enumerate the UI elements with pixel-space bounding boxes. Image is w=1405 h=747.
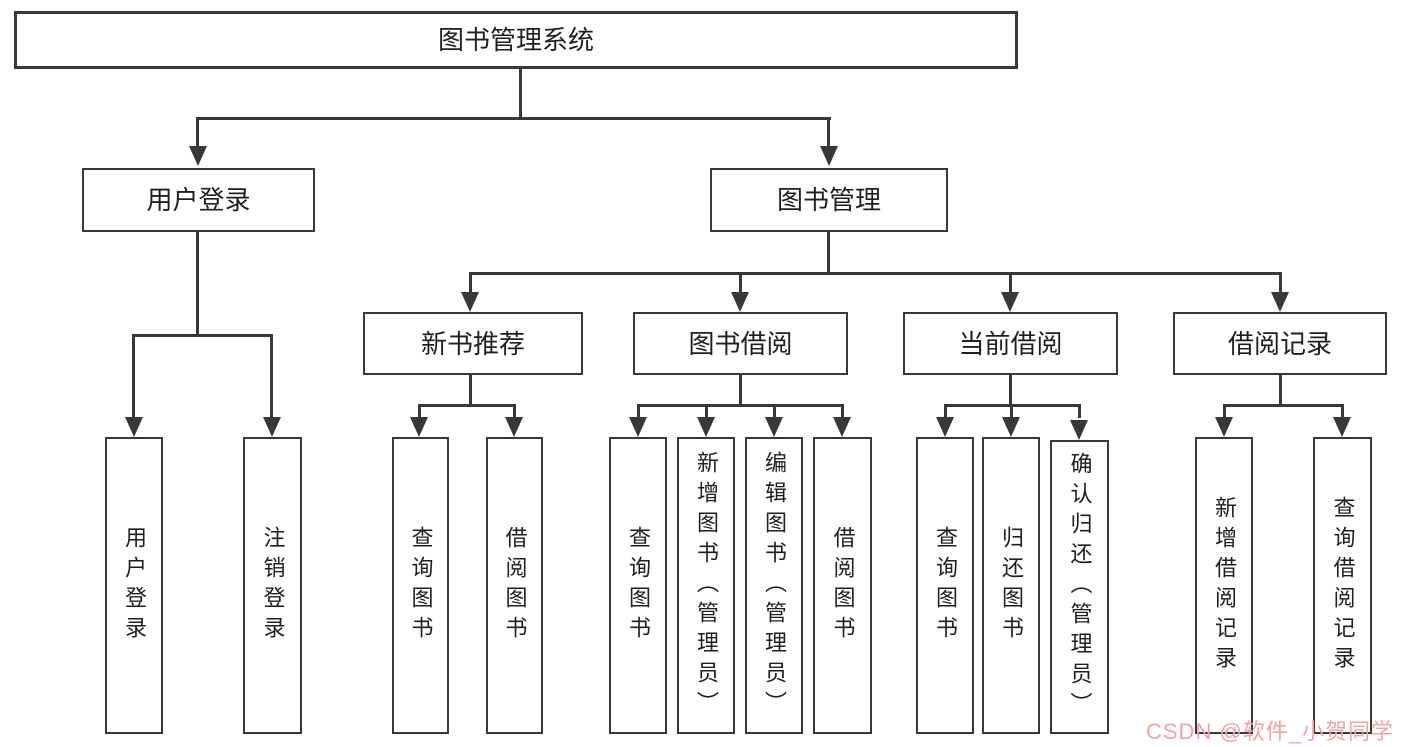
connector-line <box>637 404 640 418</box>
arrow-down-icon <box>820 146 838 166</box>
node-return-books: 归还图书 <box>982 437 1040 734</box>
node-label: 用户登录 <box>122 525 147 646</box>
connector-current-trunk <box>1009 375 1012 407</box>
connector-line <box>841 404 844 418</box>
arrow-down-icon <box>189 146 207 166</box>
connector-line <box>1223 404 1226 418</box>
connector-book-mgmt-trunk <box>827 232 830 275</box>
connector-line <box>418 404 421 418</box>
connector-recommend-branch <box>418 404 516 407</box>
node-root: 图书管理系统 <box>14 11 1018 69</box>
node-label: 注销登录 <box>260 525 286 646</box>
node-label: 归还图书 <box>999 525 1024 646</box>
node-label: 新增图书（管理员） <box>694 450 719 721</box>
node-label: 编辑图书（管理员） <box>762 450 787 721</box>
node-edit-books-admin: 编辑图书（管理员） <box>745 437 803 734</box>
arrow-down-icon <box>697 417 715 437</box>
arrow-down-icon <box>1070 420 1088 440</box>
node-label: 查询借阅记录 <box>1330 495 1356 676</box>
arrow-down-icon <box>505 417 523 437</box>
arrow-down-icon <box>461 292 479 312</box>
arrow-down-icon <box>731 292 749 312</box>
arrow-down-icon <box>629 417 647 437</box>
node-label: 借阅图书 <box>502 525 528 646</box>
arrow-down-icon <box>936 417 954 437</box>
connector-line <box>705 404 708 418</box>
node-borrow-books: 借阅图书 <box>486 437 543 734</box>
node-book-borrowing: 图书借阅 <box>633 312 848 375</box>
arrow-down-icon <box>1001 292 1019 312</box>
node-label: 借阅图书 <box>830 525 856 646</box>
arrow-down-icon <box>125 417 143 437</box>
connector-line <box>827 117 830 147</box>
connector-line <box>1341 404 1344 418</box>
node-label: 图书借阅 <box>688 328 793 359</box>
node-label: 图书管理 <box>776 185 881 215</box>
connector-line <box>739 272 742 294</box>
node-query-books: 查询图书 <box>392 437 449 734</box>
arrow-down-icon <box>1333 417 1351 437</box>
connector-line <box>1009 272 1012 294</box>
connector-borrowing-branch <box>637 404 844 407</box>
connector-user-login-trunk <box>196 232 199 337</box>
connector-records-trunk <box>1279 375 1282 407</box>
node-label: 新书推荐 <box>420 328 525 359</box>
arrow-down-icon <box>1215 417 1233 437</box>
connector-line <box>270 334 273 417</box>
arrow-down-icon <box>1271 292 1289 312</box>
connector-root-branch <box>196 117 831 120</box>
arrow-down-icon <box>833 417 851 437</box>
node-current-borrowing: 当前借阅 <box>903 312 1118 375</box>
connector-line <box>1078 404 1081 418</box>
node-borrowing-records: 借阅记录 <box>1173 312 1387 375</box>
node-query-books-3: 查询图书 <box>916 437 974 734</box>
connector-records-branch <box>1223 404 1344 407</box>
connector-line <box>944 404 947 418</box>
connector-line <box>513 404 516 418</box>
connector-line <box>132 334 135 417</box>
node-label: 当前借阅 <box>958 328 1063 359</box>
connector-borrowing-trunk <box>739 375 742 407</box>
arrow-down-icon <box>1002 417 1020 437</box>
arrow-down-icon <box>263 417 281 437</box>
node-confirm-return-admin: 确认归还（管理员） <box>1050 440 1109 734</box>
node-label: 查询图书 <box>626 525 651 646</box>
node-query-borrow-record: 查询借阅记录 <box>1313 437 1372 734</box>
node-label: 新增借阅记录 <box>1212 495 1237 676</box>
node-book-management: 图书管理 <box>710 168 948 232</box>
connector-root-trunk <box>519 69 522 119</box>
connector-line <box>1279 272 1282 294</box>
connector-line <box>1010 404 1013 418</box>
watermark: CSDN @软件_小贺同学 <box>1146 719 1395 744</box>
node-query-books-2: 查询图书 <box>609 437 667 734</box>
connector-line <box>773 404 776 418</box>
node-label: 查询图书 <box>408 525 434 646</box>
connector-line <box>196 117 199 147</box>
node-add-books-admin: 新增图书（管理员） <box>677 437 735 734</box>
node-logout: 注销登录 <box>243 437 302 734</box>
connector-line <box>469 272 472 294</box>
node-add-borrow-record: 新增借阅记录 <box>1195 437 1253 734</box>
connector-recommend-trunk <box>469 375 472 407</box>
node-label: 查询图书 <box>933 525 958 646</box>
node-label: 借阅记录 <box>1227 328 1332 359</box>
connector-user-login-branch <box>132 334 273 337</box>
node-user-login: 用户登录 <box>105 437 163 734</box>
node-user-login-group: 用户登录 <box>82 168 315 232</box>
node-label: 用户登录 <box>146 185 251 215</box>
node-borrow-books-2: 借阅图书 <box>813 437 872 734</box>
connector-book-mgmt-branch <box>469 272 1282 275</box>
arrow-down-icon <box>410 417 428 437</box>
node-new-book-recommendation: 新书推荐 <box>363 312 583 375</box>
arrow-down-icon <box>765 417 783 437</box>
node-label: 确认归还（管理员） <box>1067 452 1093 722</box>
node-label: 图书管理系统 <box>437 25 594 55</box>
